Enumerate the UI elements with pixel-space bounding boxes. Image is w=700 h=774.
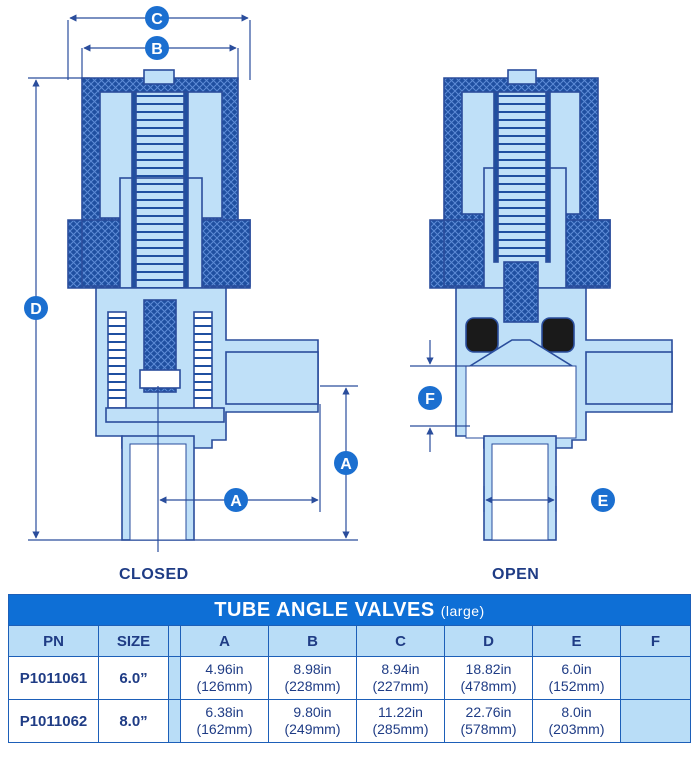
cell-b-in: 8.98in xyxy=(293,661,332,677)
cell-a: 6.38in(162mm) xyxy=(180,699,269,743)
cell-d-in: 18.82in xyxy=(465,661,512,677)
cell-d-in: 22.76in xyxy=(465,704,512,720)
cell-a-in: 4.96in xyxy=(205,661,244,677)
cell-b-in: 9.80in xyxy=(293,704,332,720)
cell-d-mm: (478mm) xyxy=(460,678,517,694)
cell-e-mm: (203mm) xyxy=(548,721,605,737)
cell-f xyxy=(620,656,691,700)
header-gap xyxy=(168,625,181,657)
marker-a-horizontal-label: A xyxy=(230,493,242,510)
header-d: D xyxy=(444,625,533,657)
header-f: F xyxy=(620,625,691,657)
table-title: TUBE ANGLE VALVES (large) xyxy=(8,594,691,626)
cell-a: 4.96in(126mm) xyxy=(180,656,269,700)
header-size: SIZE xyxy=(98,625,169,657)
header-e: E xyxy=(532,625,621,657)
open-label: OPEN xyxy=(492,566,540,583)
valve-diagram: C B D A A F E xyxy=(24,6,673,552)
marker-c-label: C xyxy=(151,11,163,28)
marker-c: C xyxy=(145,6,169,30)
cell-gap xyxy=(168,699,181,743)
cell-a-in: 6.38in xyxy=(205,704,244,720)
cell-c-mm: (227mm) xyxy=(372,678,429,694)
cell-d: 22.76in(578mm) xyxy=(444,699,533,743)
marker-a-vertical-label: A xyxy=(340,456,352,473)
cell-b-mm: (249mm) xyxy=(284,721,341,737)
cell-c-in: 11.22in xyxy=(378,704,423,720)
cell-c: 11.22in(285mm) xyxy=(356,699,445,743)
cell-c: 8.94in(227mm) xyxy=(356,656,445,700)
table-title-suffix: (large) xyxy=(440,602,485,619)
table-title-row: TUBE ANGLE VALVES (large) xyxy=(8,594,691,626)
marker-a-vertical: A xyxy=(334,451,358,475)
spec-table: TUBE ANGLE VALVES (large) PN SIZE A B C … xyxy=(8,594,691,743)
cell-b: 9.80in(249mm) xyxy=(268,699,357,743)
table-row: P1011062 8.0” 6.38in(162mm) 9.80in(249mm… xyxy=(8,699,691,743)
marker-f: F xyxy=(418,386,442,410)
cell-pn: P1011061 xyxy=(8,656,99,700)
marker-f-label: F xyxy=(425,391,435,408)
cell-b: 8.98in(228mm) xyxy=(268,656,357,700)
open-valve xyxy=(429,69,673,541)
closed-label: CLOSED xyxy=(119,566,189,583)
table-row: P1011061 6.0” 4.96in(126mm) 8.98in(228mm… xyxy=(8,656,691,700)
cell-e: 6.0in(152mm) xyxy=(532,656,621,700)
header-b: B xyxy=(268,625,357,657)
header-a: A xyxy=(180,625,269,657)
marker-b-label: B xyxy=(151,41,163,58)
marker-d-label: D xyxy=(30,301,42,318)
cell-e-in: 6.0in xyxy=(561,661,592,677)
marker-d: D xyxy=(24,296,48,320)
marker-e: E xyxy=(591,488,615,512)
cell-e-in: 8.0in xyxy=(561,704,592,720)
cell-b-mm: (228mm) xyxy=(284,678,341,694)
cell-size: 8.0” xyxy=(98,699,169,743)
header-pn: PN xyxy=(8,625,99,657)
cell-e: 8.0in(203mm) xyxy=(532,699,621,743)
cell-a-mm: (126mm) xyxy=(196,678,253,694)
cell-e-mm: (152mm) xyxy=(548,678,605,694)
cell-d-mm: (578mm) xyxy=(460,721,517,737)
marker-e-label: E xyxy=(598,493,609,510)
cell-c-mm: (285mm) xyxy=(372,721,429,737)
marker-b: B xyxy=(145,36,169,60)
cell-f xyxy=(620,699,691,743)
table-header-row: PN SIZE A B C D E F xyxy=(8,625,691,657)
cell-gap xyxy=(168,656,181,700)
marker-a-horizontal: A xyxy=(224,488,248,512)
spring xyxy=(134,95,186,297)
cell-c-in: 8.94in xyxy=(381,661,420,677)
spring xyxy=(496,95,548,257)
table-title-main: TUBE ANGLE VALVES xyxy=(214,598,435,621)
header-c: C xyxy=(356,625,445,657)
cell-a-mm: (162mm) xyxy=(196,721,253,737)
cell-size: 6.0” xyxy=(98,656,169,700)
closed-valve xyxy=(67,69,319,541)
cell-pn: P1011062 xyxy=(8,699,99,743)
cell-d: 18.82in(478mm) xyxy=(444,656,533,700)
